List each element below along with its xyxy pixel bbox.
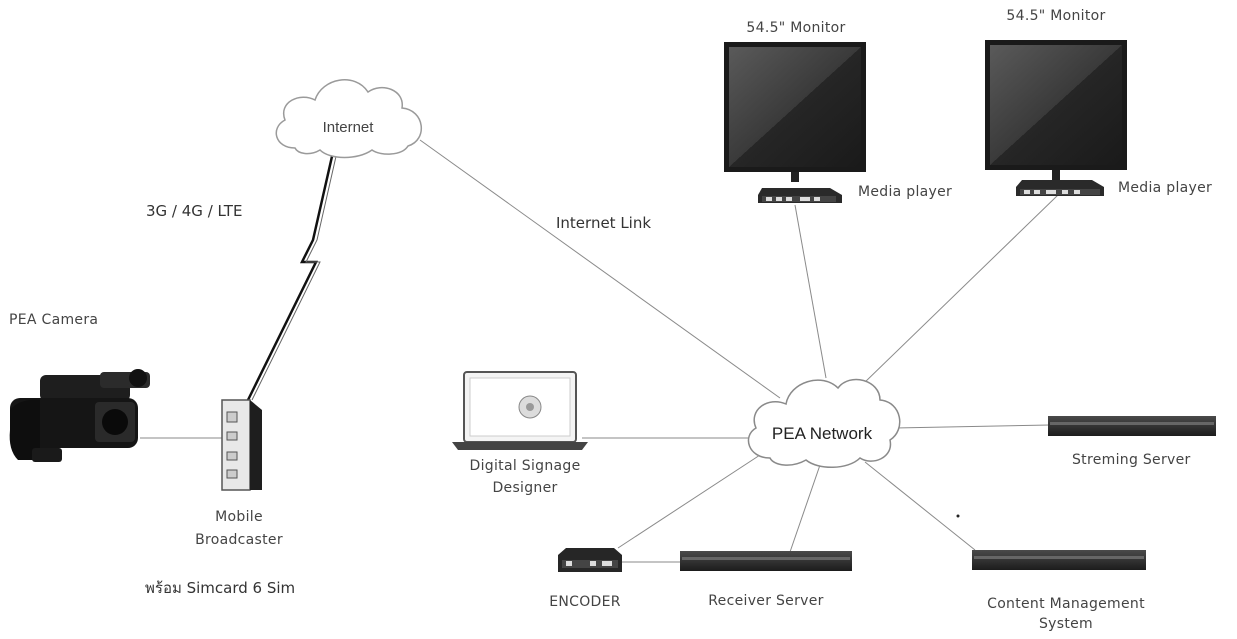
streaming-link-line: [894, 424, 1051, 429]
receiver-server-label: Receiver Server: [708, 593, 824, 609]
monitor-2-label: 54.5" Monitor: [1006, 8, 1106, 24]
internet-link-line: [419, 139, 781, 399]
encoder-label: ENCODER: [549, 594, 621, 610]
broadcaster-label-line1: Mobile: [215, 509, 263, 525]
streaming-server-label: Streming Server: [1072, 452, 1191, 468]
cellular-zigzag-link: [246, 151, 335, 401]
pea-network-label: PEA Network: [772, 424, 873, 443]
signage-label-line2: Designer: [492, 480, 558, 496]
signage-label-line1: Digital Signage: [469, 458, 581, 474]
monitor1-link-line: [794, 204, 827, 379]
monitor-1-label: 54.5" Monitor: [746, 20, 846, 36]
receiver-server-icon: [680, 551, 852, 571]
camera-icon: [9, 369, 150, 462]
media-player-2-label: Media player: [1118, 180, 1213, 196]
media-player-1-label: Media player: [858, 184, 953, 200]
pea-network-cloud: [747, 378, 901, 468]
media-player-1: [758, 188, 842, 203]
cellular-link-label: 3G / 4G / LTE: [146, 202, 243, 220]
cms-server-icon: [972, 550, 1146, 570]
mobile-broadcaster-icon: [221, 399, 262, 491]
dot-mark: [956, 514, 960, 518]
receiver-link-line: [789, 464, 821, 553]
monitor2-link-line: [861, 194, 1059, 386]
monitor-2: [985, 40, 1127, 180]
media-player-2: [1016, 180, 1104, 196]
simcard-note: พร้อม Simcard 6 Sim: [145, 579, 296, 597]
monitor-1: [724, 42, 866, 182]
internet-link-label: Internet Link: [556, 214, 652, 232]
internet-cloud: [275, 79, 423, 159]
camera-label: PEA Camera: [9, 312, 99, 328]
cms-link-line: [864, 461, 976, 551]
laptop-icon: [452, 371, 588, 450]
encoder-icon: [558, 548, 622, 572]
cms-label-line1: Content Management: [987, 596, 1145, 612]
encoder-link-line: [617, 454, 761, 549]
cms-label-line2: System: [1038, 616, 1094, 632]
internet-label: Internet: [323, 119, 375, 136]
broadcaster-label-line2: Broadcaster: [195, 532, 283, 548]
streaming-server-icon: [1048, 416, 1216, 436]
connection-lines: [140, 139, 1059, 563]
